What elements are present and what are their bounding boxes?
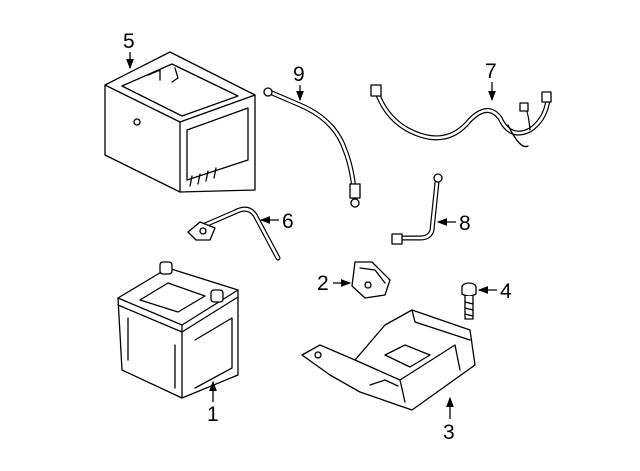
callout-label: 6 bbox=[282, 210, 294, 233]
battery-part bbox=[117, 261, 239, 399]
callout-2: 2 bbox=[317, 272, 352, 295]
callout-6: 6 bbox=[259, 210, 294, 233]
battery-box-part bbox=[104, 51, 256, 193]
bolt-part bbox=[461, 282, 477, 320]
callout-label: 5 bbox=[123, 30, 135, 53]
callout-label: 7 bbox=[485, 60, 497, 83]
callout-label: 2 bbox=[317, 272, 329, 295]
callout-9: 9 bbox=[293, 63, 305, 102]
wire-harness-part bbox=[370, 84, 552, 148]
negative-cable-part bbox=[187, 206, 281, 261]
callout-4: 4 bbox=[477, 280, 512, 303]
callout-8: 8 bbox=[436, 212, 471, 235]
callout-label: 9 bbox=[293, 63, 305, 86]
callout-5: 5 bbox=[123, 30, 135, 70]
callout-1: 1 bbox=[207, 380, 219, 426]
callout-label: 4 bbox=[500, 280, 512, 303]
callout-label: 1 bbox=[207, 403, 219, 426]
callout-7: 7 bbox=[485, 60, 497, 102]
battery-tray-part bbox=[301, 309, 476, 411]
ground-cable-part bbox=[391, 173, 443, 245]
callout-label: 3 bbox=[443, 421, 455, 444]
callout-label: 8 bbox=[459, 212, 471, 235]
callout-3: 3 bbox=[443, 396, 455, 444]
hold-down-bracket-part bbox=[351, 261, 391, 299]
positive-cable-part bbox=[263, 87, 361, 208]
